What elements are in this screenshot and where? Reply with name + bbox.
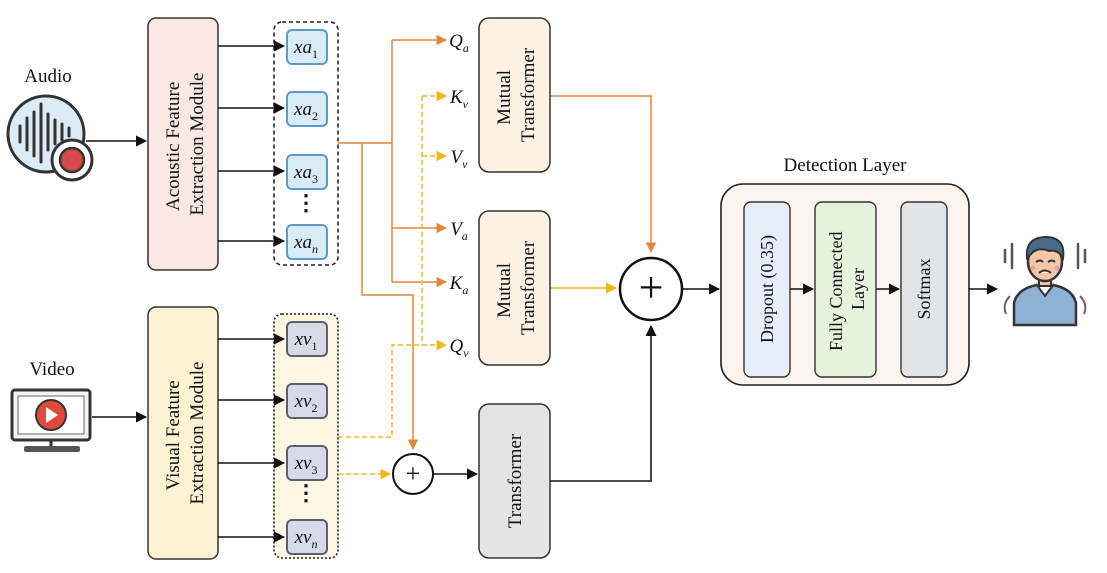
detection-title: Detection Layer — [784, 155, 908, 176]
acoustic-module-line2: Extraction Module — [187, 73, 208, 216]
fusion-add-node: + — [618, 256, 684, 322]
small-add-symbol: + — [406, 459, 421, 488]
softmax-block: Softmax — [900, 201, 948, 378]
fc-line1: Fully Connected — [826, 232, 846, 352]
acoustic-module-line1: Acoustic Feature — [163, 82, 184, 211]
visual-feature-module: Visual Feature Extraction Module — [147, 306, 219, 560]
visual-token-arrows — [218, 333, 286, 543]
video-feature-label: xv1 — [294, 329, 318, 353]
svg-text:Mutual Transformer: Mutual Transformer — [494, 240, 539, 335]
softmax-label: Softmax — [914, 259, 934, 320]
video-query-key-value-lines — [338, 90, 448, 480]
fc-line2: Layer — [848, 268, 868, 310]
mutual-bottom-line2: Transformer — [518, 240, 539, 335]
svg-text:Visual Feature Extractio: Visual Feature Extraction Module — [163, 362, 208, 505]
video-label: Video — [29, 359, 74, 380]
video-feature-label: xv2 — [294, 391, 318, 415]
qkv-label-bottom: Ka — [449, 273, 469, 297]
acoustic-token-arrows — [218, 40, 286, 247]
audio-feature-label: xan — [293, 232, 318, 256]
transformer-to-fusion-line — [550, 324, 657, 482]
video-feature-token: xvn — [286, 519, 328, 555]
svg-text:Mutual Transformer: Mutual Transformer — [494, 47, 539, 142]
audio-input: Audio — [6, 66, 94, 182]
mutual-transformer-bottom: Mutual Transformer — [478, 210, 551, 366]
qkv-label-bottom: Va — [450, 219, 468, 243]
transformer-label: Transformer — [505, 433, 526, 528]
qkv-label-top: Vv — [451, 147, 469, 171]
audio-feature-label: xa1 — [293, 37, 318, 61]
mutual-transformer-top: Mutual Transformer — [478, 17, 551, 173]
dropout-block: Dropout (0.35) — [743, 201, 791, 378]
qkv-label-top: Kv — [449, 87, 469, 111]
fusion-add-symbol: + — [639, 263, 664, 312]
visual-module-line1: Visual Feature — [163, 380, 184, 490]
svg-text:Fully Connected Layer: Fully Connected Layer — [826, 227, 868, 351]
fully-connected-block: Fully Connected Layer — [814, 201, 877, 378]
transformer-block: Transformer — [478, 403, 551, 559]
video-feature-token: xv2 — [286, 383, 328, 419]
qkv-label-top: Qa — [449, 31, 469, 55]
audio-feature-token: xan — [286, 224, 328, 260]
audio-feature-label: xa3 — [293, 162, 318, 186]
acoustic-feature-module: Acoustic Feature Extraction Module — [147, 17, 219, 271]
visual-module-line2: Extraction Module — [187, 362, 208, 505]
video-feature-token: xv1 — [286, 321, 328, 357]
video-feature-label: xvn — [294, 527, 318, 551]
audio-feature-token: xa1 — [286, 29, 328, 65]
mutual-bottom-line1: Mutual — [494, 263, 515, 318]
svg-text:Acoustic Feature Extract: Acoustic Feature Extraction Module — [163, 73, 208, 216]
audio-feature-group: xa1 xa2 xa3 xan ⋮ — [273, 21, 339, 266]
audio-feature-label: xa2 — [293, 99, 318, 123]
audio-icon — [6, 94, 94, 182]
small-add-node: + — [392, 453, 434, 495]
audio-feature-token: xa2 — [286, 91, 328, 127]
audio-label: Audio — [24, 66, 72, 87]
audio-feature-token: xa3 — [286, 154, 328, 190]
video-feature-label: xv3 — [294, 453, 318, 477]
video-icon — [10, 388, 92, 452]
dropout-label: Dropout (0.35) — [757, 235, 778, 343]
video-feature-token: xv3 — [286, 445, 328, 481]
detection-layer: Detection Layer Dropout (0.35) Fully Con… — [720, 155, 970, 386]
video-feature-group: xv1 xv2 xv3 xvn ⋮ — [273, 313, 339, 559]
mutual-top-line1: Mutual — [494, 70, 515, 125]
audio-query-key-value-lines — [338, 34, 657, 451]
qkv-label-bottom: Qv — [449, 336, 469, 360]
video-ellipsis: ⋮ — [295, 480, 317, 505]
audio-ellipsis: ⋮ — [295, 190, 317, 215]
video-input: Video — [10, 359, 92, 452]
anxious-person-icon — [1003, 235, 1087, 327]
mutual-top-line2: Transformer — [518, 47, 539, 142]
